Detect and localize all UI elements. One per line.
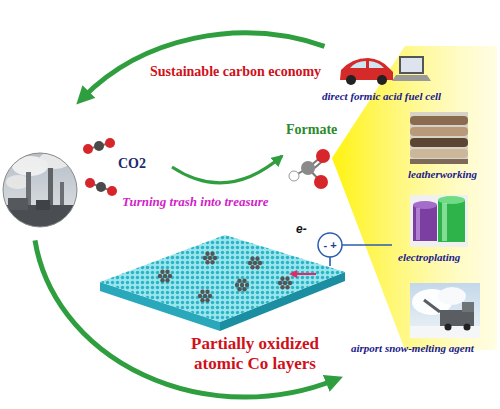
node-text: direct formic acid fuel cell [322, 90, 441, 102]
application-node: electroplating [392, 191, 494, 267]
electron-flow-arrow [289, 270, 316, 278]
factory-photo [0, 150, 80, 235]
co2-molecule [83, 138, 115, 154]
application-node: airport snow-melting agent [345, 280, 495, 360]
leather-photo [410, 112, 468, 164]
car-icon [340, 58, 393, 85]
node-text: airport snow-melting agent [351, 342, 474, 354]
co2-node: CO2 [82, 138, 172, 196]
catalyst-node: Partially oxidized atomic Co layers [95, 228, 355, 380]
catalyst-slab [100, 235, 345, 331]
wire [342, 244, 392, 246]
node-text: CO2 [118, 156, 146, 172]
co2-molecule [85, 178, 117, 196]
cycle-arc [83, 33, 325, 98]
node-text: electroplating [398, 251, 460, 263]
polarity-label: - + [318, 238, 342, 252]
power-source [318, 233, 342, 257]
photo-border [3, 153, 77, 227]
edge-label: Turning trash into treasure [122, 194, 269, 210]
laptop-icon [392, 56, 431, 81]
application-node: direct formic acid fuel cell [320, 50, 496, 106]
wire [329, 257, 331, 266]
electron-label: e- [296, 222, 307, 236]
flow-arrow [172, 156, 282, 183]
formate-molecule [289, 149, 330, 189]
node-text: Partially oxidized atomic Co layers [165, 334, 345, 374]
application-node: leatherworking [402, 108, 494, 184]
node-text: leatherworking [408, 168, 477, 180]
snow-melting-photo [410, 283, 480, 338]
node-text: Formate [286, 122, 337, 138]
formate-node: Formate [282, 122, 354, 190]
cycle-title: Sustainable carbon economy [150, 64, 321, 80]
electroplating-photo [410, 195, 468, 247]
